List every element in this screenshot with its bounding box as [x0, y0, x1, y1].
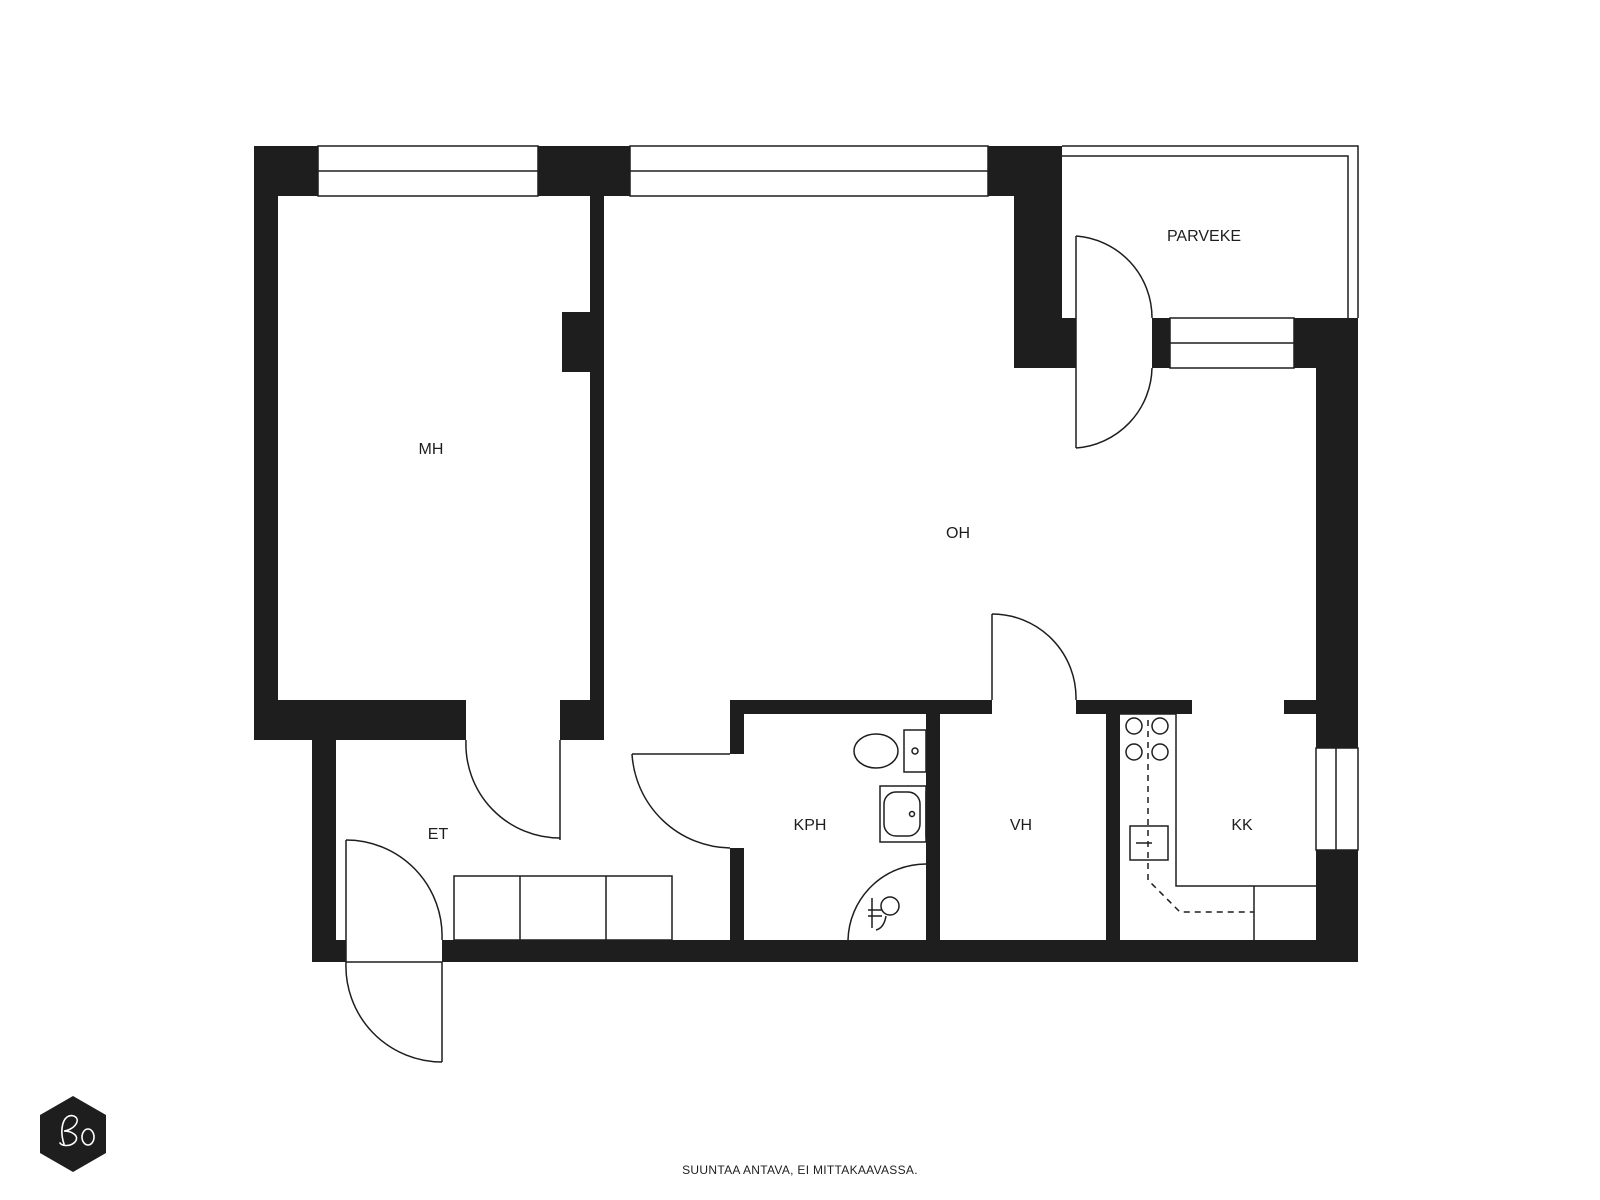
room-labels: MH OH PARVEKE ET KPH VH KK: [419, 228, 1253, 843]
room-label-mh: MH: [419, 441, 444, 458]
bathroom-fixtures: [847, 729, 937, 941]
room-label-vh: VH: [1010, 817, 1032, 834]
walls: [254, 146, 1358, 962]
wardrobe: [453, 875, 673, 941]
disclaimer-note: SUUNTAA ANTAVA, EI MITTAKAAVASSA.: [682, 1163, 918, 1177]
room-label-oh: OH: [946, 525, 970, 542]
room-label-kk: KK: [1231, 817, 1253, 834]
windows: [317, 145, 1359, 851]
bo-hexagon-logo: [40, 1096, 106, 1172]
room-label-et: ET: [428, 826, 449, 843]
room-label-kph: KPH: [794, 817, 827, 834]
doors: [345, 235, 1153, 1063]
kitchen-fixtures: [1120, 713, 1316, 940]
room-label-parveke: PARVEKE: [1167, 228, 1241, 245]
balcony-outline: [1062, 145, 1359, 318]
